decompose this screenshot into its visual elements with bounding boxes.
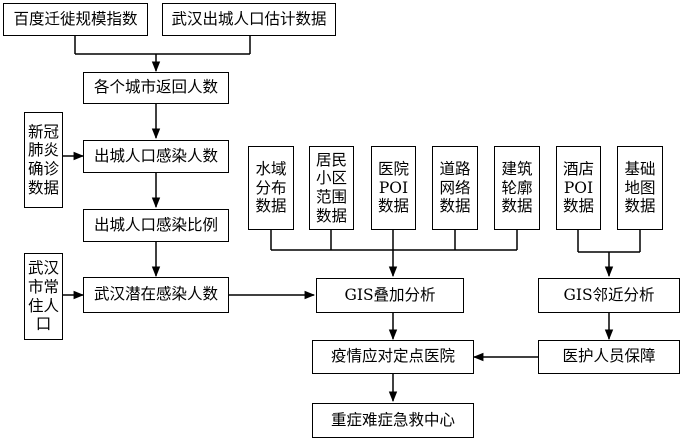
node-medical-staff: 医护人员保障 bbox=[538, 340, 680, 374]
node-basemap-data: 基础 地图 数据 bbox=[617, 146, 663, 230]
node-wuhan-resident-pop: 武汉 市常 住人 口 bbox=[24, 253, 63, 340]
node-gis-overlay-analysis: GIS叠加分析 bbox=[316, 278, 464, 313]
node-covid-confirmed-data: 新冠 肺炎 确诊 数据 bbox=[24, 112, 63, 208]
node-residential-data: 居民 小区 范围 数据 bbox=[309, 146, 354, 230]
node-critical-care-center: 重症难症急救中心 bbox=[312, 403, 474, 438]
node-hospital-poi-data: 医院 POI 数据 bbox=[371, 146, 416, 230]
node-baidu-migration: 百度迁徙规模指数 bbox=[3, 3, 148, 36]
node-road-network-data: 道路 网络 数据 bbox=[432, 146, 478, 230]
node-building-outline-data: 建筑 轮廓 数据 bbox=[494, 146, 540, 230]
node-water-data: 水域 分布 数据 bbox=[248, 146, 294, 230]
node-designated-hospital: 疫情应对定点医院 bbox=[312, 340, 474, 374]
node-hotel-poi-data: 酒店 POI 数据 bbox=[556, 146, 601, 230]
node-city-return: 各个城市返回人数 bbox=[83, 72, 229, 104]
node-wuhan-outflow-estimate: 武汉出城人口估计数据 bbox=[162, 3, 336, 36]
node-outflow-infected: 出城人口感染人数 bbox=[83, 140, 229, 173]
node-gis-proximity-analysis: GIS邻近分析 bbox=[538, 278, 680, 313]
node-wuhan-potential-infected: 武汉潜在感染人数 bbox=[83, 277, 229, 313]
node-outflow-infection-ratio: 出城人口感染比例 bbox=[83, 209, 229, 242]
